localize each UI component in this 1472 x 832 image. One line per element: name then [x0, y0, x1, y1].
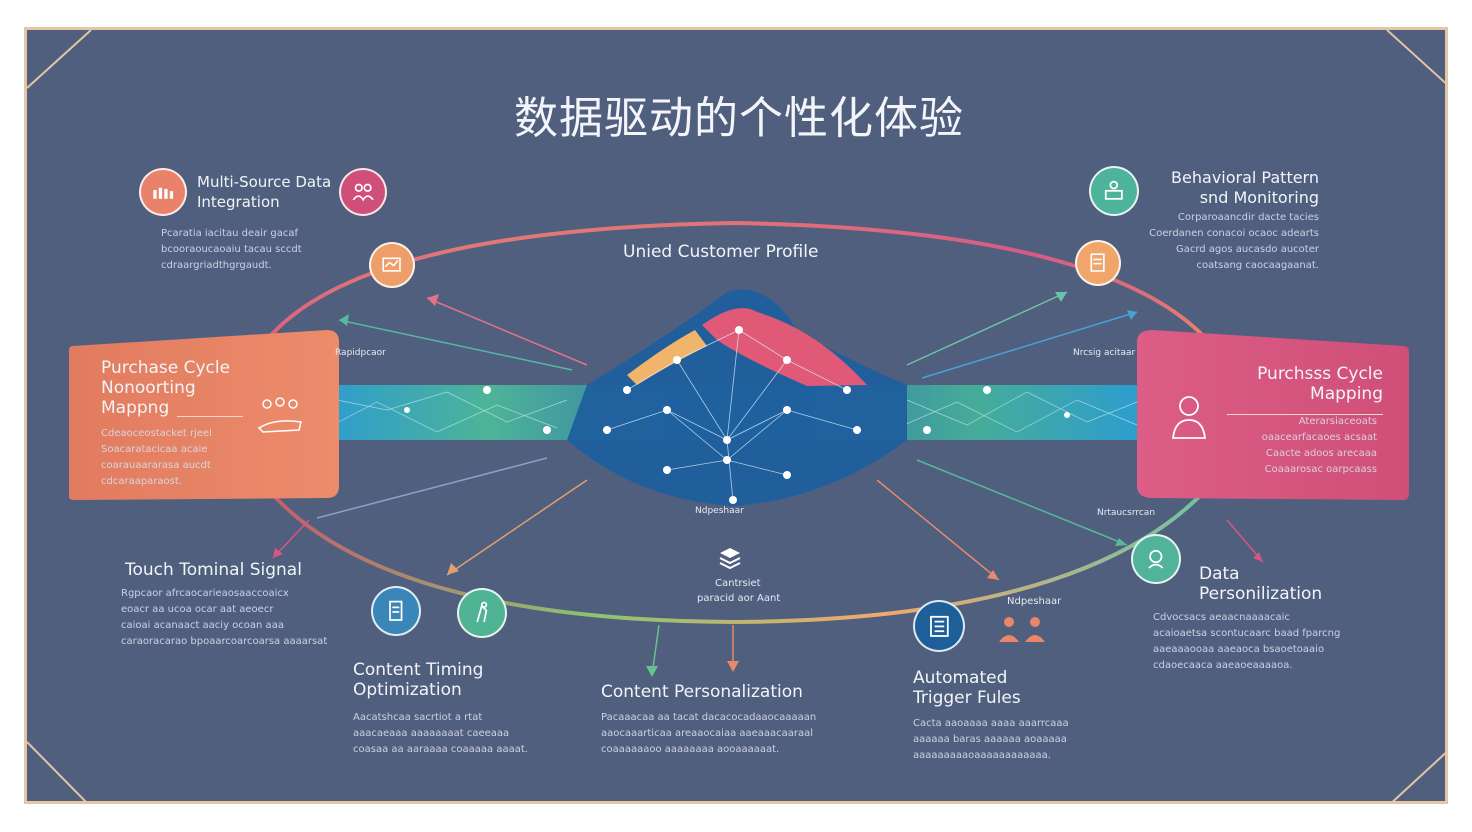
page-title: 数据驱动的个性化体验: [514, 93, 964, 144]
right-small-note-2: Nrtaucsrrcan: [1097, 508, 1156, 518]
list-icon: [371, 586, 421, 636]
background-decoration: [27, 30, 1445, 801]
persons-icon: [457, 588, 507, 638]
personalization-title: Content Personalization: [601, 682, 803, 702]
touch-title: Touch Tominal Signal: [125, 560, 302, 580]
face-circle-icon: [1131, 534, 1181, 584]
right-small-note: Nrcsig acitaar: [1073, 348, 1136, 358]
unified-profile-label: Unied Customer Profile: [623, 242, 819, 262]
purchase-right-underline: [1227, 414, 1383, 415]
infographic-frame: 数据驱动的个性化体验 Unied Customer Profile Rapidp…: [24, 27, 1448, 804]
center-caption-2: paracid aor Aant: [697, 593, 781, 604]
analytics-icon: [913, 600, 965, 652]
face-icon: [993, 614, 1053, 644]
user-icon: [1167, 390, 1211, 442]
bottom-small-note: Ndpeshaar: [695, 506, 744, 516]
team-icon: [139, 168, 187, 216]
left-small-note: Rapidpcaor: [335, 348, 386, 358]
document-icon: [1075, 240, 1121, 286]
center-caption-1: Cantrsiet: [715, 578, 761, 589]
purchase-left-underline: [177, 416, 243, 417]
hand-icon: [255, 392, 305, 438]
layers-icon: [717, 544, 743, 570]
people-icon: [339, 168, 387, 216]
chart-icon: [369, 242, 415, 288]
trigger-small: Ndpeshaar: [1007, 596, 1062, 607]
group-icon: [1089, 166, 1139, 216]
